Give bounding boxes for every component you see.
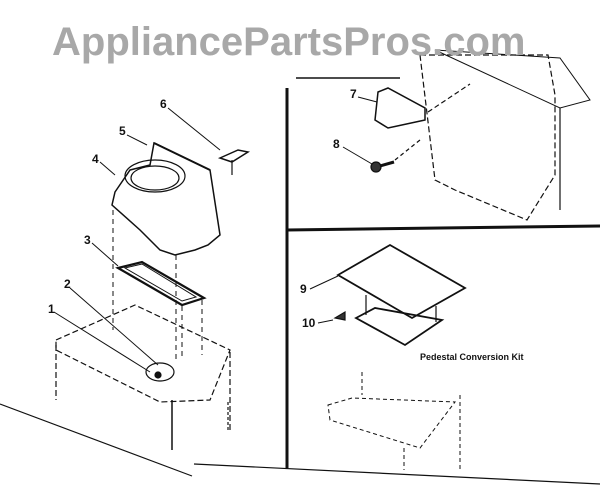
callout-7: 7 <box>350 87 357 101</box>
horizontal-divider <box>286 224 600 232</box>
callout-1: 1 <box>48 302 55 316</box>
callout-5: 5 <box>119 124 126 138</box>
callout-4: 4 <box>92 152 99 166</box>
callout-2: 2 <box>64 277 71 291</box>
blower-housing <box>111 141 221 256</box>
callout-3: 3 <box>84 233 91 247</box>
part-7-bracket <box>374 87 426 129</box>
part-10-screw <box>333 310 346 321</box>
callout-8: 8 <box>333 137 340 151</box>
part-6-bracket <box>217 149 250 175</box>
cabinet-panel <box>419 49 591 221</box>
part-8-bolt <box>370 160 395 173</box>
watermark-logo: AppliancePartsPros.com <box>52 20 526 64</box>
callout-9: 9 <box>300 282 307 296</box>
callout-10: 10 <box>302 316 316 330</box>
pedestal-kit-caption: Pedestal Conversion Kit <box>420 352 524 362</box>
callout-6: 6 <box>160 97 167 111</box>
base-cabinet <box>55 304 231 450</box>
pedestal-kit <box>336 243 467 347</box>
part-3-gasket <box>115 260 207 307</box>
